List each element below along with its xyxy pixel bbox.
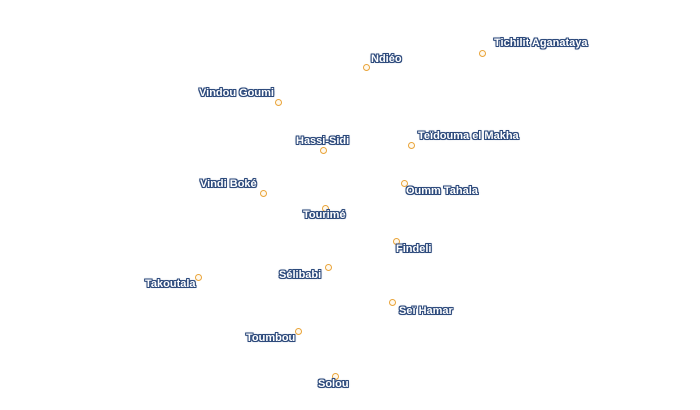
place-label: Hassi-Sidi (296, 135, 350, 147)
place-marker[interactable] (362, 63, 370, 71)
place-label: Tichilit Aganataya (494, 37, 588, 49)
place-marker[interactable] (324, 263, 332, 271)
place-marker[interactable] (194, 273, 202, 281)
place-marker[interactable] (274, 98, 282, 106)
place-label: Ndiéo (371, 53, 402, 65)
place-label: Toumbou (246, 332, 296, 344)
place-marker[interactable] (321, 204, 329, 212)
place-marker[interactable] (259, 189, 267, 197)
place-label: Teïdouma el Makha (418, 130, 519, 142)
place-label: Vindou Goumi (199, 87, 274, 99)
place-label: Vindi Boké (200, 178, 257, 190)
place-marker[interactable] (400, 179, 408, 187)
place-marker[interactable] (392, 237, 400, 245)
place-marker[interactable] (407, 141, 415, 149)
place-label: Tourimé (303, 209, 346, 221)
place-marker[interactable] (319, 146, 327, 154)
place-marker[interactable] (331, 372, 339, 380)
place-label: Findeli (396, 243, 432, 255)
place-marker[interactable] (388, 298, 396, 306)
place-label: Seï Hamar (399, 305, 453, 317)
place-label: Sélibabi (279, 269, 322, 281)
place-label: Solou (318, 378, 349, 390)
place-label: Oumm Tahala (406, 185, 478, 197)
place-label: Takoutala (145, 278, 196, 290)
place-marker[interactable] (294, 327, 302, 335)
place-marker[interactable] (478, 49, 486, 57)
